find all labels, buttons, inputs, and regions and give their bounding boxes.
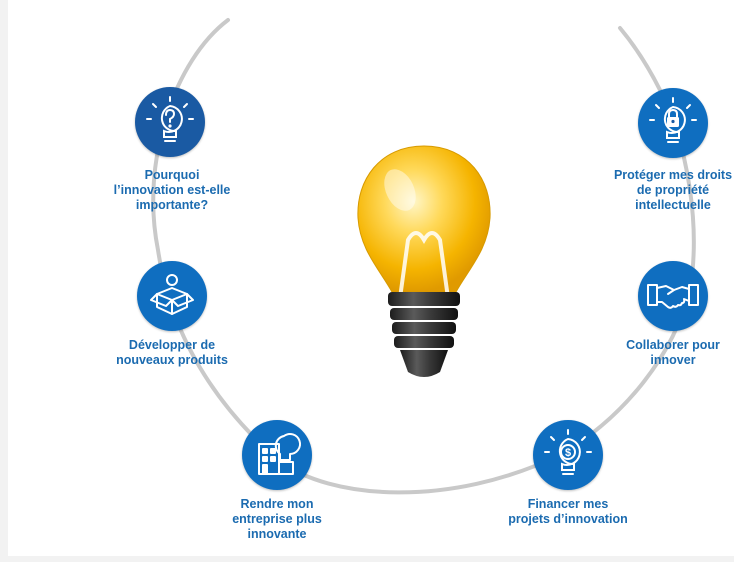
collaborer-label-line-1: Collaborer pour: [626, 338, 720, 352]
pourquoi-label-line-2: l’innovation est-elle: [113, 183, 231, 197]
rendre-node[interactable]: [242, 420, 312, 490]
rendre-label-line-2: entreprise plus: [232, 512, 322, 526]
collaborer-node[interactable]: [638, 261, 708, 331]
developper-label-line-2: nouveaux produits: [116, 353, 228, 367]
diagram-panel: [8, 0, 734, 556]
financer-label[interactable]: Financer mes projets d’innovation: [488, 497, 648, 527]
developper-node[interactable]: [137, 261, 207, 331]
proteger-label[interactable]: Protéger mes droits de propriété intelle…: [593, 168, 734, 213]
rendre-label[interactable]: Rendre mon entreprise plus innovante: [197, 497, 357, 542]
proteger-label-line-1: Protéger mes droits: [613, 168, 733, 182]
pourquoi-label[interactable]: Pourquoi l’innovation est-elle important…: [92, 168, 252, 213]
financer-label-line-1: Financer mes: [527, 497, 609, 511]
box-icon: [150, 274, 194, 315]
developper-label[interactable]: Développer de nouveaux produits: [92, 338, 252, 368]
collaborer-label-line-2: innover: [650, 353, 696, 367]
rendre-label-line-3: innovante: [247, 527, 307, 541]
rendre-label-line-1: Rendre mon: [240, 497, 314, 511]
proteger-node[interactable]: [638, 88, 708, 158]
collaborer-label[interactable]: Collaborer pour innover: [593, 338, 734, 368]
proteger-label-line-2: de propriété: [636, 183, 710, 197]
pourquoi-node[interactable]: [135, 87, 205, 157]
pourquoi-label-line-1: Pourquoi: [144, 168, 200, 182]
building-bulb-icon: [258, 433, 301, 475]
dollar-bulb-icon: $: [544, 429, 592, 475]
svg-text:$: $: [565, 447, 571, 459]
financer-label-line-2: projets d’innovation: [508, 512, 628, 526]
proteger-label-line-3: intellectuelle: [635, 198, 711, 212]
handshake-icon: [647, 284, 699, 309]
pourquoi-label-line-3: importante?: [135, 198, 209, 212]
developper-label-line-1: Développer de: [128, 338, 216, 352]
question-bulb-icon: [146, 96, 194, 142]
financer-node[interactable]: $: [533, 420, 603, 490]
lock-bulb-icon: [649, 97, 697, 143]
